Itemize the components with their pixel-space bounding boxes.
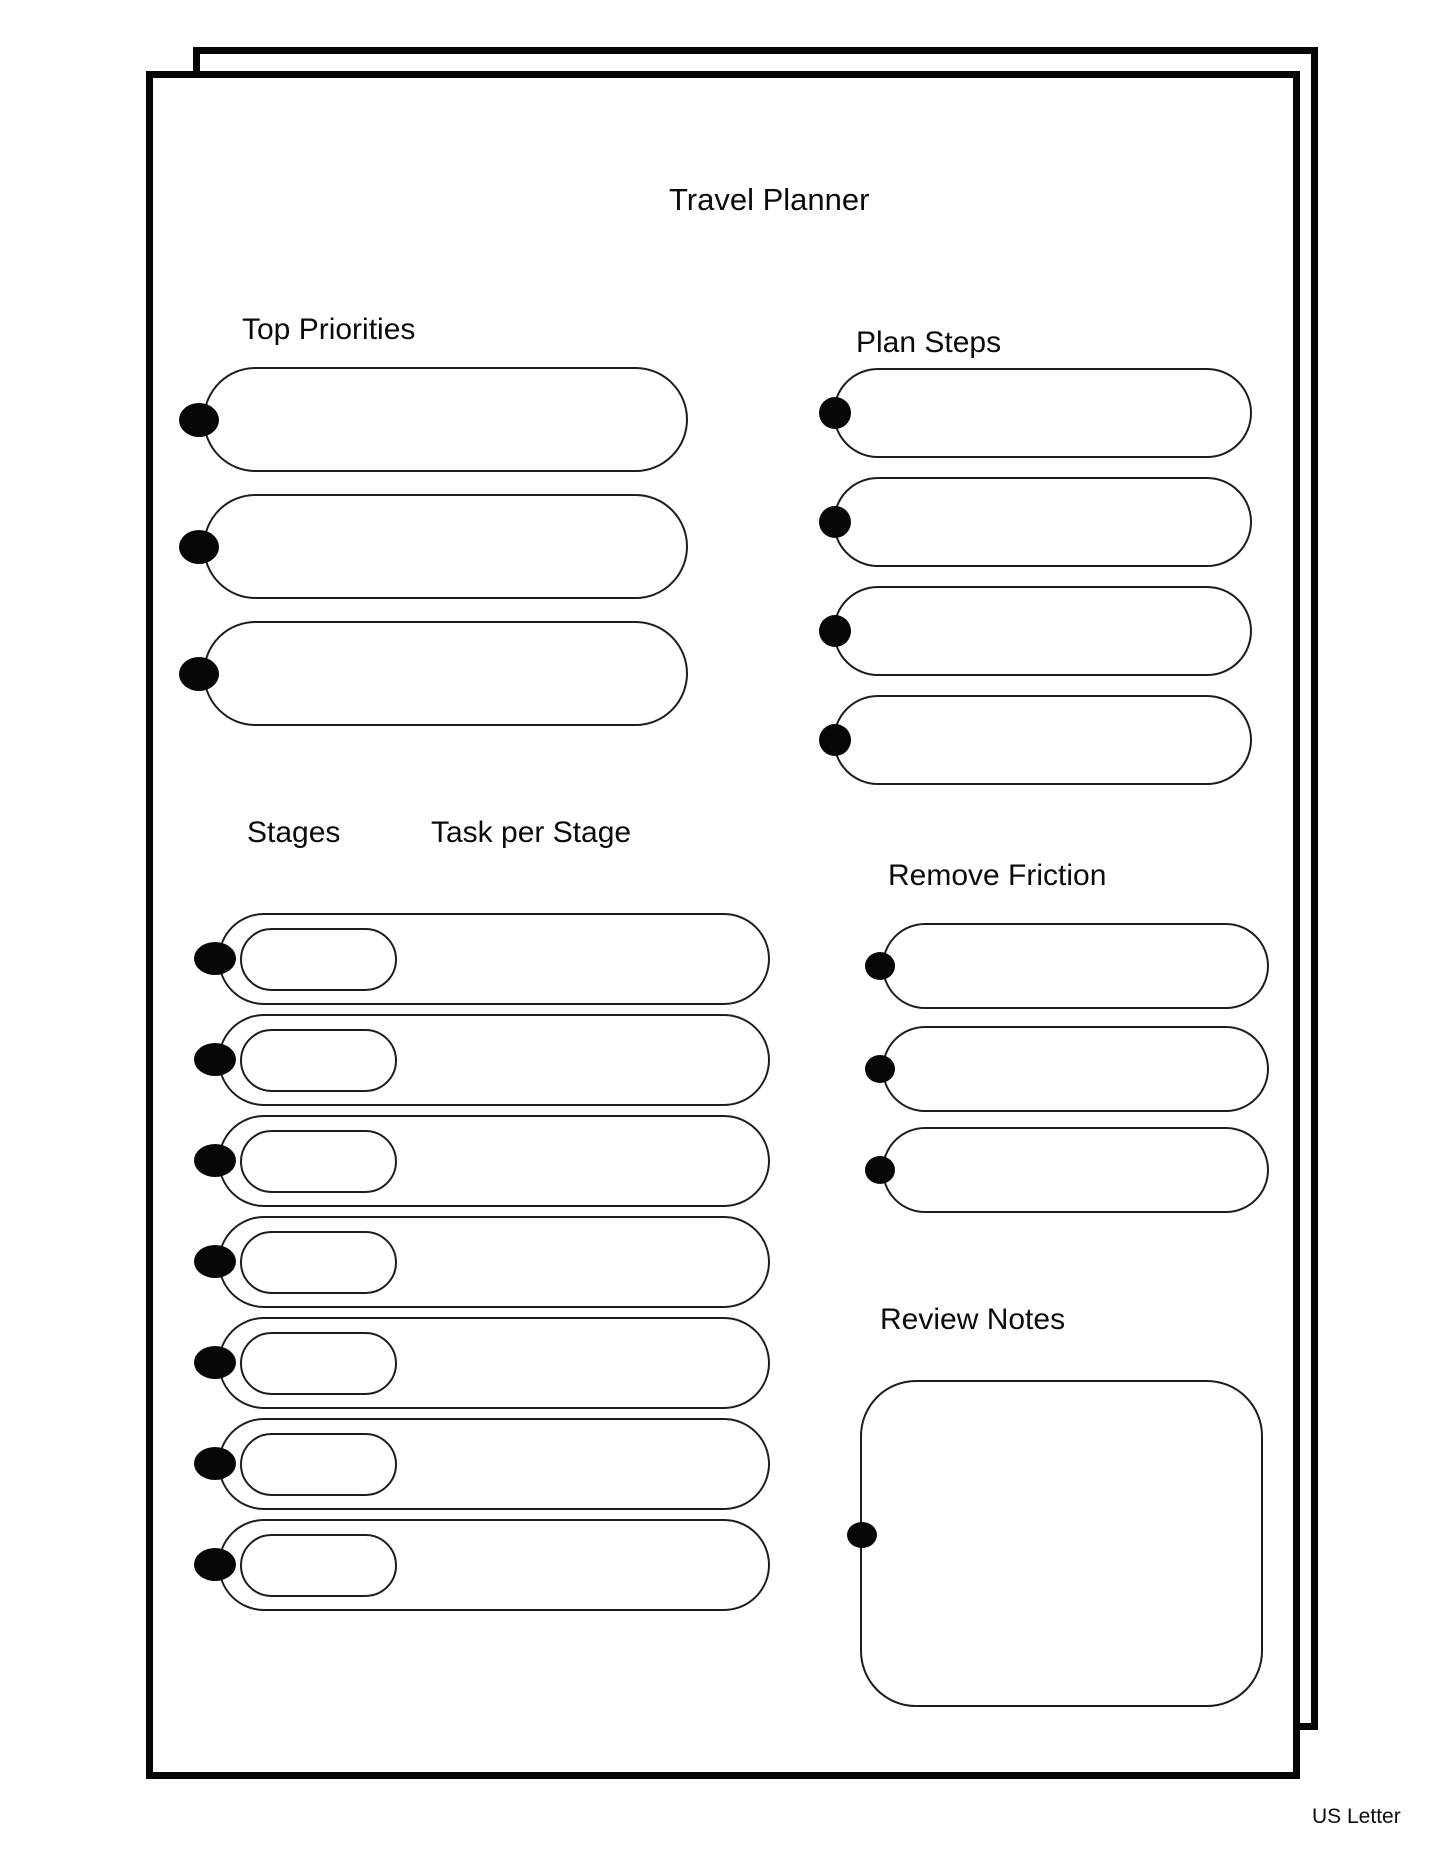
bullet-dot-icon	[194, 1346, 236, 1379]
plan-steps-label: Plan Steps	[856, 326, 1002, 359]
stage-row	[194, 1216, 770, 1308]
stages-label: Stages	[247, 816, 341, 849]
review-notes-box	[847, 1380, 1263, 1707]
stage-row	[194, 1418, 770, 1510]
bullet-dot-icon	[819, 724, 851, 756]
bullet-dot-icon	[179, 656, 219, 691]
task-per-stage-label: Task per Stage	[431, 816, 632, 849]
stage-row	[194, 1115, 770, 1207]
stage-name-slot	[240, 1433, 397, 1496]
stage-row	[194, 913, 770, 1005]
review-notes-label: Review Notes	[880, 1303, 1066, 1336]
priority-slot	[179, 367, 688, 472]
friction-slot	[865, 1026, 1269, 1112]
plan-step-slot	[819, 477, 1252, 567]
bullet-dot-icon	[179, 529, 219, 564]
plan-step-slot	[819, 695, 1252, 785]
plan-step-slot	[819, 368, 1252, 458]
top-priorities-label: Top Priorities	[242, 313, 416, 346]
bullet-dot-icon	[194, 1043, 236, 1076]
paper-size-label: US Letter	[1312, 1805, 1401, 1828]
stage-name-slot	[240, 1029, 397, 1092]
stage-name-slot	[240, 1332, 397, 1395]
bullet-dot-icon	[865, 952, 895, 980]
stage-row	[194, 1014, 770, 1106]
bullet-dot-icon	[194, 1447, 236, 1480]
bullet-dot-icon	[819, 397, 851, 429]
stage-name-slot	[240, 928, 397, 991]
stage-name-slot	[240, 1534, 397, 1597]
bullet-dot-icon	[194, 942, 236, 975]
stage-name-slot	[240, 1130, 397, 1193]
stage-name-slot	[240, 1231, 397, 1294]
remove-friction-label: Remove Friction	[888, 859, 1107, 892]
friction-slot	[865, 1127, 1269, 1213]
bullet-dot-icon	[819, 506, 851, 538]
friction-slot	[865, 923, 1269, 1009]
bullet-dot-icon	[865, 1156, 895, 1184]
bullet-dot-icon	[865, 1055, 895, 1083]
page-title: Travel Planner	[669, 182, 870, 217]
bullet-dot-icon	[179, 402, 219, 437]
bullet-dot-icon	[194, 1245, 236, 1278]
priority-slot	[179, 621, 688, 726]
bullet-dot-icon	[194, 1548, 236, 1581]
stage-row	[194, 1317, 770, 1409]
bullet-dot-icon	[194, 1144, 236, 1177]
bullet-dot-icon	[847, 1522, 877, 1548]
priority-slot	[179, 494, 688, 599]
plan-step-slot	[819, 586, 1252, 676]
stage-row	[194, 1519, 770, 1611]
bullet-dot-icon	[819, 615, 851, 647]
